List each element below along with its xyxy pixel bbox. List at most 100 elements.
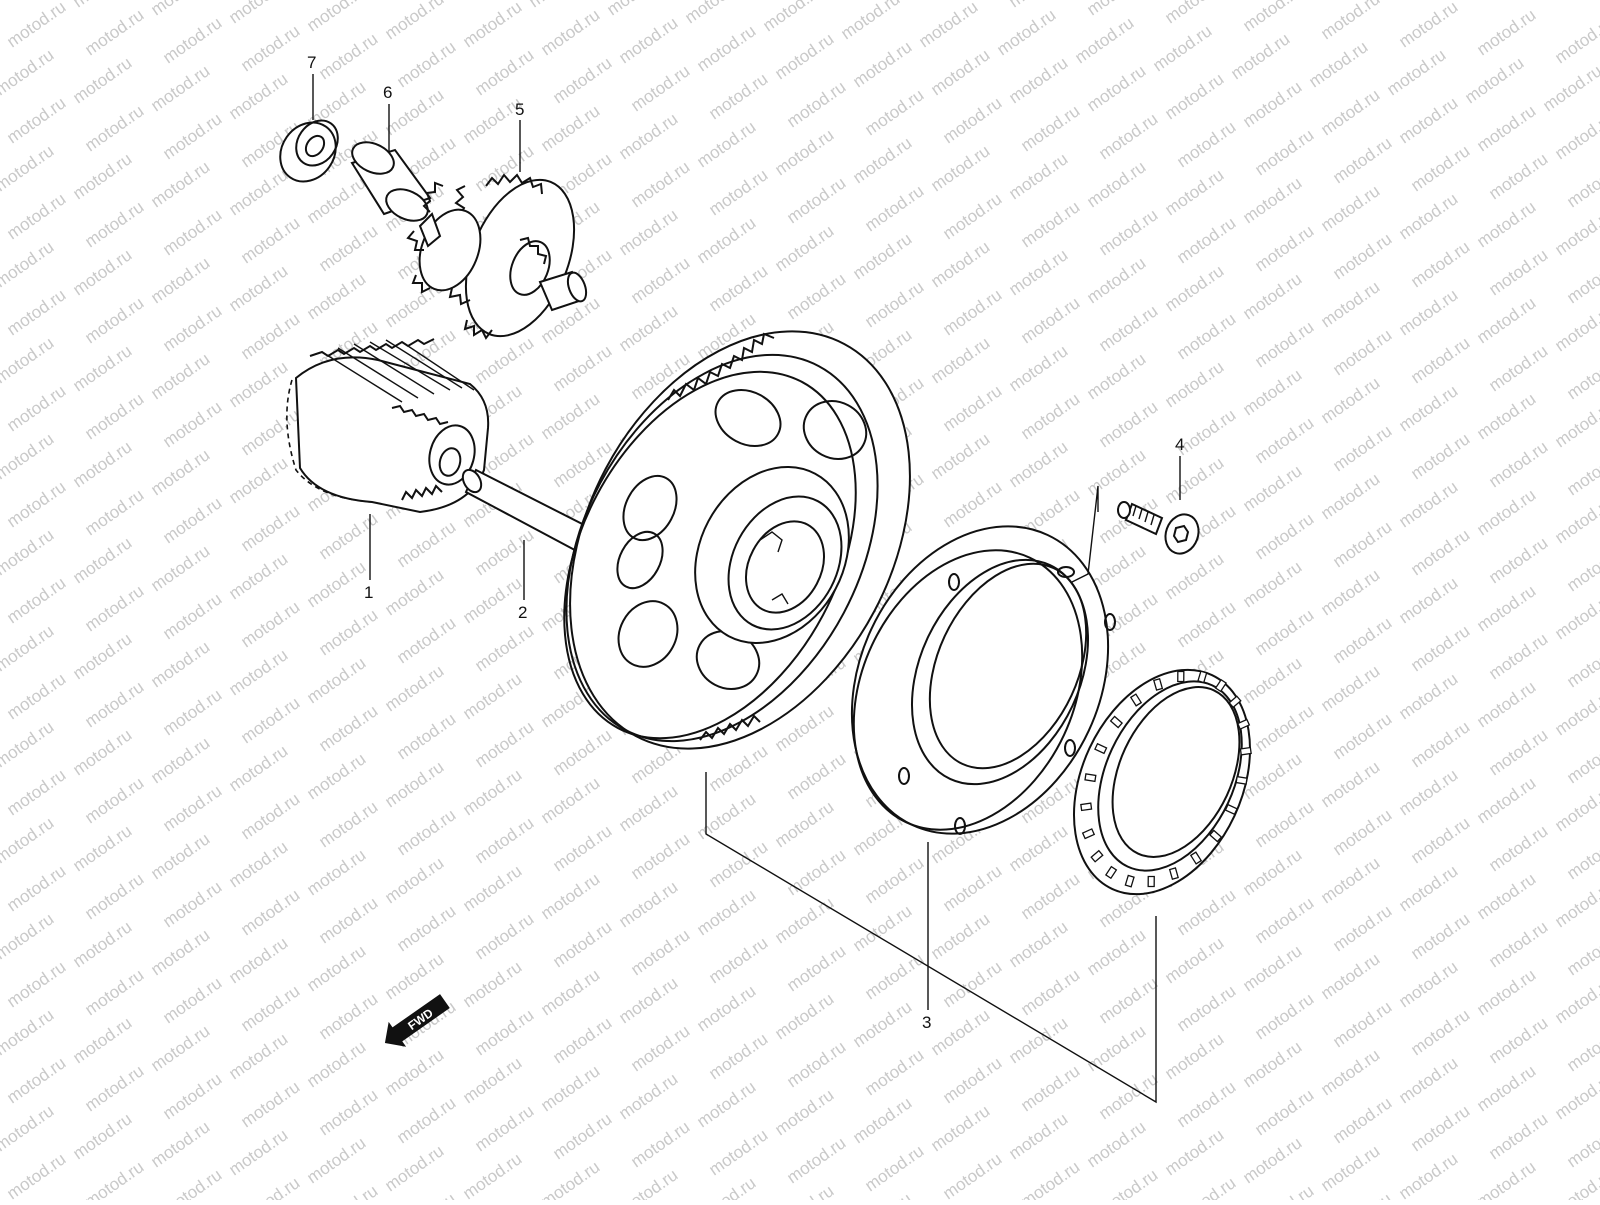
watermark-text: motod.ru — [0, 1101, 57, 1155]
callout-4-label: 4 — [1175, 435, 1184, 454]
watermark-text: motod.ru — [225, 357, 291, 411]
watermark-text: motod.ru — [81, 293, 147, 347]
clutch-housing-part — [850, 525, 1116, 835]
watermark-text: motod.ru — [549, 821, 615, 875]
watermark-text: motod.ru — [1083, 1117, 1149, 1171]
watermark-text: motod.ru — [3, 1053, 69, 1107]
watermark-text: motod.ru — [603, 0, 669, 19]
watermark-text: motod.ru — [315, 1085, 381, 1139]
watermark-text: motod.ru — [1173, 1173, 1239, 1200]
watermark-text: motod.ru — [147, 445, 213, 499]
watermark-text: motod.ru — [303, 845, 369, 899]
watermark-text: motod.ru — [849, 1093, 915, 1147]
watermark-text: motod.ru — [1551, 589, 1600, 643]
watermark-text: motod.ru — [69, 533, 135, 587]
callout-6-label: 6 — [383, 83, 392, 102]
watermark-text: motod.ru — [1539, 61, 1600, 115]
watermark-text: motod.ru — [525, 0, 591, 11]
watermark-text: motod.ru — [381, 1045, 447, 1099]
watermark-text: motod.ru — [159, 397, 225, 451]
watermark-text: motod.ru — [0, 45, 57, 99]
watermark-text: motod.ru — [81, 869, 147, 923]
watermark-text: motod.ru — [147, 1021, 213, 1075]
watermark-text: motod.ru — [1395, 0, 1461, 51]
watermark-text: motod.ru — [1161, 165, 1227, 219]
watermark-text: motod.ru — [459, 0, 525, 51]
watermark-text: motod.ru — [1329, 997, 1395, 1051]
watermark-text: motod.ru — [69, 437, 135, 491]
watermark-text: motod.ru — [1317, 373, 1383, 427]
watermark-text: motod.ru — [1095, 973, 1161, 1027]
watermark-text: motod.ru — [693, 885, 759, 939]
watermark-text: motod.ru — [1005, 917, 1071, 971]
watermark-text: motod.ru — [0, 333, 57, 387]
watermark-text: motod.ru — [147, 61, 213, 115]
watermark-text: motod.ru — [1239, 653, 1305, 707]
watermark-text: motod.ru — [861, 277, 927, 331]
sprag-roller — [1129, 693, 1143, 707]
watermark-text: motod.ru — [0, 1005, 57, 1059]
watermark-text: motod.ru — [225, 165, 291, 219]
watermark-text: motod.ru — [147, 829, 213, 883]
watermark-text: motod.ru — [537, 1061, 603, 1115]
watermark-text: motod.ru — [1239, 461, 1305, 515]
watermark-text: motod.ru — [1173, 885, 1239, 939]
watermark-text: motod.ru — [1563, 1021, 1600, 1075]
watermark-text: motod.ru — [837, 0, 903, 43]
watermark-text: motod.ru — [1563, 445, 1600, 499]
watermark-text: motod.ru — [1473, 869, 1539, 923]
sprag-roller — [1084, 773, 1097, 783]
watermark-text: motod.ru — [1005, 437, 1071, 491]
watermark-text: motod.ru — [81, 101, 147, 155]
watermark-text: motod.ru — [237, 981, 303, 1035]
watermark-text: motod.ru — [1395, 189, 1461, 243]
watermark-text: motod.ru — [939, 861, 1005, 915]
watermark-text: motod.ru — [939, 285, 1005, 339]
watermark-text: motod.ru — [147, 637, 213, 691]
watermark-text: motod.ru — [1473, 773, 1539, 827]
watermark-text: motod.ru — [1083, 1021, 1149, 1075]
watermark-text: motod.ru — [1563, 925, 1600, 979]
watermark-text: motod.ru — [537, 389, 603, 443]
watermark-text: motod.ru — [1161, 549, 1227, 603]
watermark-text: motod.ru — [159, 1069, 225, 1123]
watermark-text: motod.ru — [705, 261, 771, 315]
watermark-text: motod.ru — [1317, 277, 1383, 331]
watermark-text: motod.ru — [315, 797, 381, 851]
watermark-text: motod.ru — [1551, 301, 1600, 355]
watermark-text: motod.ru — [1239, 365, 1305, 419]
watermark-text: motod.ru — [861, 853, 927, 907]
watermark-text: motod.ru — [927, 237, 993, 291]
watermark-text: motod.ru — [69, 53, 135, 107]
watermark-text: motod.ru — [69, 1109, 135, 1163]
watermark-text: motod.ru — [3, 477, 69, 531]
watermark-text: motod.ru — [849, 229, 915, 283]
watermark-text: motod.ru — [315, 221, 381, 275]
watermark-text: motod.ru — [81, 581, 147, 635]
watermark-text: motod.ru — [627, 61, 693, 115]
watermark-text: motod.ru — [1395, 861, 1461, 915]
watermark-text: motod.ru — [237, 501, 303, 555]
watermark-text: motod.ru — [939, 1149, 1005, 1200]
watermark-text: motod.ru — [1005, 1109, 1071, 1163]
watermark-text: motod.ru — [1227, 29, 1293, 83]
watermark-text: motod.ru — [771, 989, 837, 1043]
watermark-text: motod.ru — [1017, 197, 1083, 251]
watermark-text: motod.ru — [0, 621, 57, 675]
watermark-text: motod.ru — [471, 1005, 537, 1059]
watermark-text: motod.ru — [1329, 805, 1395, 859]
large-clutch-gear-part — [563, 330, 911, 750]
watermark-text: motod.ru — [861, 1141, 927, 1195]
watermark-text: motod.ru — [1317, 0, 1383, 43]
watermark-text: motod.ru — [0, 909, 57, 963]
watermark-text: motod.ru — [1473, 581, 1539, 635]
watermark-text: motod.ru — [3, 765, 69, 819]
watermark-text: motod.ru — [1317, 85, 1383, 139]
watermark-text: motod.ru — [447, 0, 513, 3]
watermark-text: motod.ru — [1329, 517, 1395, 571]
watermark-text: motod.ru — [315, 701, 381, 755]
watermark-text: motod.ru — [1173, 597, 1239, 651]
watermark-text: motod.ru — [147, 157, 213, 211]
watermark-text: motod.ru — [1473, 293, 1539, 347]
